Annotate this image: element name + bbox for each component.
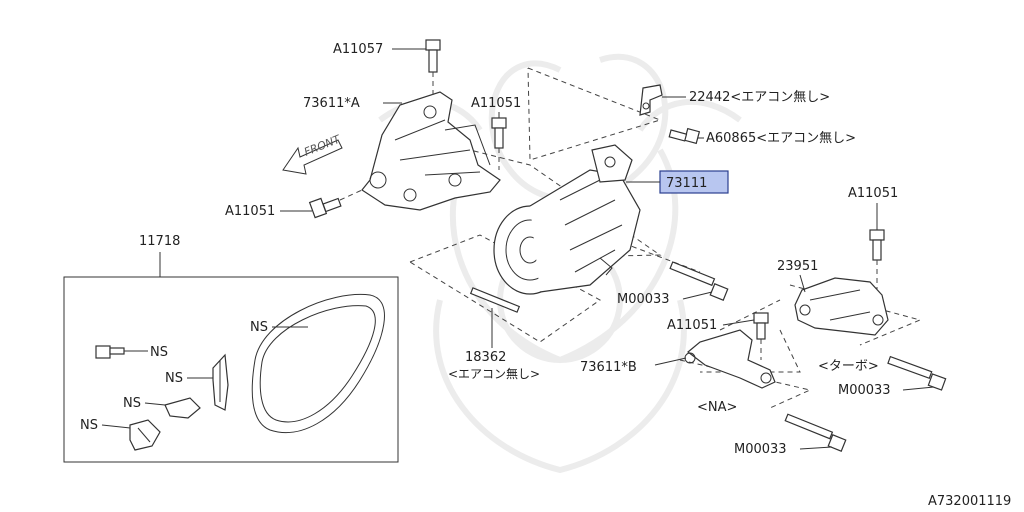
label-stud-note: <エアコン無し>	[448, 366, 540, 381]
label-a11051-mid: A11051	[667, 318, 717, 333]
callout-22442[interactable]: 22442<エアコン無し>	[662, 90, 830, 105]
callout-na[interactable]: <NA>	[697, 400, 737, 415]
label-turbo: <ターボ>	[818, 359, 879, 374]
label-a11051-right: A11051	[848, 186, 898, 201]
label-m00033-right: M00033	[838, 383, 891, 398]
label-bracket-a: 73611*A	[303, 96, 360, 111]
label-ns-bracket: NS	[80, 418, 98, 433]
label-ns-clip: NS	[165, 371, 183, 386]
ns-hose-part	[164, 397, 201, 419]
stud-18362	[469, 287, 521, 313]
front-arrow: FRONT	[282, 132, 343, 175]
callout-a60865[interactable]: A60865<エアコン無し>	[698, 131, 856, 146]
bolt-a11051-mid	[753, 312, 769, 360]
callout-turbo[interactable]: <ターボ>	[818, 359, 879, 374]
callout-23951[interactable]: 23951	[777, 259, 818, 293]
bolt-m00033-center	[669, 261, 729, 301]
bolt-a11051-top	[491, 117, 507, 170]
belt-group-box	[63, 252, 399, 463]
callout-belt-group[interactable]: 11718	[139, 234, 180, 249]
callout-a11051-left[interactable]: A11051	[225, 204, 312, 219]
label-compressor: 73111	[666, 176, 707, 191]
callout-a11051-right[interactable]: A11051	[848, 186, 898, 230]
bracket-23951	[794, 277, 889, 336]
callout-bracket-b[interactable]: 73611*B	[580, 357, 687, 375]
label-bracket-b: 73611*B	[580, 360, 637, 375]
callout-ns-bolt[interactable]: NS	[124, 345, 168, 360]
callout-m00033-center[interactable]: M00033	[617, 291, 713, 307]
label-na: <NA>	[697, 400, 737, 415]
callout-a11051-mid[interactable]: A11051	[667, 318, 755, 333]
callout-a11057[interactable]: A11057	[333, 42, 426, 57]
plate-22442	[639, 84, 663, 116]
callout-stud[interactable]: 18362 <エアコン無し>	[448, 308, 540, 381]
callout-ns-belt[interactable]: NS	[250, 320, 308, 335]
bracket-a	[361, 91, 501, 211]
label-22442: 22442<エアコン無し>	[689, 90, 830, 105]
bolt-a11051-right	[869, 229, 885, 290]
label-23951: 23951	[777, 259, 818, 274]
front-label: FRONT	[302, 132, 343, 159]
ns-bracket-part	[129, 419, 161, 451]
label-m00033-bottom: M00033	[734, 442, 787, 457]
compressor-73111	[493, 144, 641, 295]
bolt-a11051-left	[308, 189, 363, 219]
callout-m00033-right[interactable]: M00033	[838, 383, 935, 398]
diagram-id: A732001119	[928, 494, 1011, 509]
label-stud: 18362	[465, 350, 506, 365]
callout-a11051-top[interactable]: A11051	[471, 96, 521, 118]
bolt-a60865	[668, 127, 701, 145]
label-ns-hose: NS	[123, 396, 141, 411]
callout-ns-clip[interactable]: NS	[165, 371, 213, 386]
belt-loop	[251, 293, 385, 434]
bolt-m00033-right	[887, 355, 947, 391]
bolt-a11057	[425, 39, 441, 95]
callout-ns-hose[interactable]: NS	[123, 396, 166, 411]
callout-compressor[interactable]: 73111	[626, 170, 729, 194]
label-ns-belt: NS	[250, 320, 268, 335]
callout-bracket-a[interactable]: 73611*A	[303, 96, 402, 111]
label-a11057: A11057	[333, 42, 383, 57]
callout-m00033-bottom[interactable]: M00033	[734, 442, 833, 457]
label-a11051-top: A11051	[471, 96, 521, 111]
label-m00033-center: M00033	[617, 292, 670, 307]
label-ns-bolt: NS	[150, 345, 168, 360]
callout-ns-bracket[interactable]: NS	[80, 418, 131, 433]
ns-bolt-part	[95, 345, 125, 359]
ns-clip-part	[212, 353, 229, 411]
label-a60865: A60865<エアコン無し>	[706, 131, 856, 146]
bolt-m00033-bottom	[784, 413, 847, 452]
label-a11051-left: A11051	[225, 204, 275, 219]
bracket-b	[684, 329, 776, 389]
label-belt-group: 11718	[139, 234, 180, 249]
